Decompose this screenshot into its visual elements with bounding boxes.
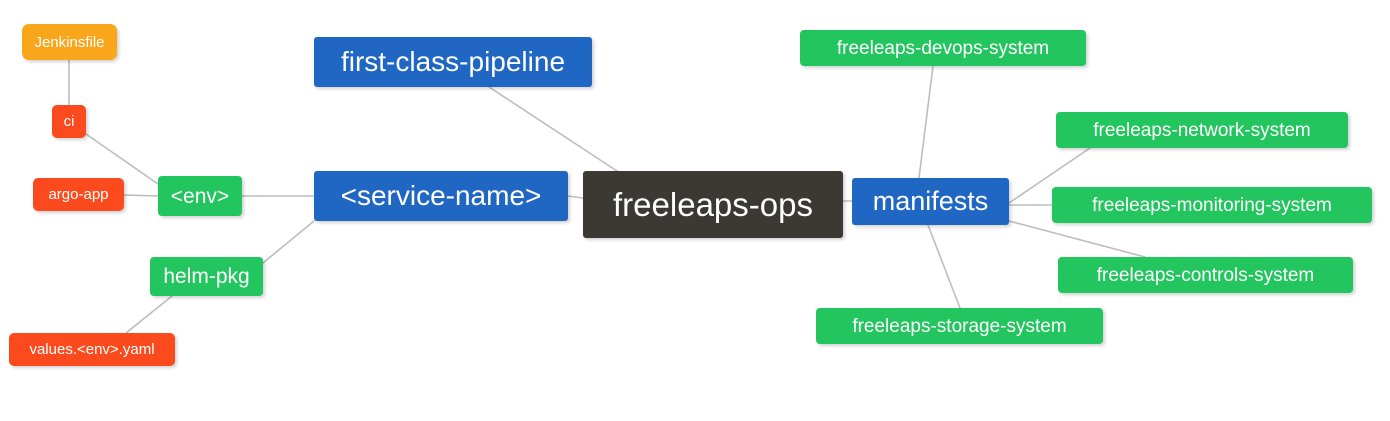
edge-manifests-storage xyxy=(927,224,961,309)
node-freeleaps-controls-system[interactable]: freeleaps-controls-system xyxy=(1058,257,1353,293)
node-label-argo-app: argo-app xyxy=(48,186,109,203)
node-manifests[interactable]: manifests xyxy=(852,178,1009,225)
node-argo-app[interactable]: argo-app xyxy=(33,178,124,211)
node-helm-pkg[interactable]: helm-pkg xyxy=(150,257,263,296)
node-label-ci: ci xyxy=(63,113,75,130)
node-freeleaps-monitoring-system[interactable]: freeleaps-monitoring-system xyxy=(1052,187,1372,223)
node-service-name[interactable]: <service-name> xyxy=(314,171,568,221)
edge-manifests-controls xyxy=(1008,220,1146,258)
node-label-values-yaml: values.<env>.yaml xyxy=(29,341,155,358)
edge-firstclass-ops xyxy=(488,86,618,172)
node-label-manifests: manifests xyxy=(872,186,989,216)
node-label-freeleaps-devops-system: freeleaps-devops-system xyxy=(836,37,1050,59)
node-label-freeleaps-network-system: freeleaps-network-system xyxy=(1093,119,1311,141)
edge-ci-env xyxy=(85,133,159,185)
edge-argoapp-env xyxy=(123,194,159,197)
node-freeleaps-ops[interactable]: freeleaps-ops xyxy=(583,171,843,238)
node-label-freeleaps-monitoring-system: freeleaps-monitoring-system xyxy=(1092,194,1332,216)
node-env[interactable]: <env> xyxy=(158,176,242,216)
node-freeleaps-devops-system[interactable]: freeleaps-devops-system xyxy=(800,30,1086,66)
node-label-freeleaps-storage-system: freeleaps-storage-system xyxy=(852,315,1067,337)
node-label-helm-pkg: helm-pkg xyxy=(163,265,250,288)
node-freeleaps-network-system[interactable]: freeleaps-network-system xyxy=(1056,112,1348,148)
node-label-freeleaps-controls-system: freeleaps-controls-system xyxy=(1096,264,1315,286)
node-label-env: <env> xyxy=(170,184,230,208)
node-jenkinsfile[interactable]: Jenkinsfile xyxy=(22,24,117,60)
edge-manifests-devops xyxy=(918,65,934,179)
node-label-freeleaps-ops: freeleaps-ops xyxy=(613,186,813,223)
edge-servicename-helmpkg xyxy=(262,220,315,264)
node-label-first-class-pipeline: first-class-pipeline xyxy=(340,46,566,77)
node-values-yaml[interactable]: values.<env>.yaml xyxy=(9,333,175,366)
node-freeleaps-storage-system[interactable]: freeleaps-storage-system xyxy=(816,308,1103,344)
edge-servicename-ops xyxy=(567,195,584,199)
node-ci[interactable]: ci xyxy=(52,105,86,138)
edge-helmpkg-values xyxy=(125,295,173,334)
node-label-service-name: <service-name> xyxy=(340,180,542,211)
node-label-jenkinsfile: Jenkinsfile xyxy=(34,33,105,51)
node-first-class-pipeline[interactable]: first-class-pipeline xyxy=(314,37,592,87)
